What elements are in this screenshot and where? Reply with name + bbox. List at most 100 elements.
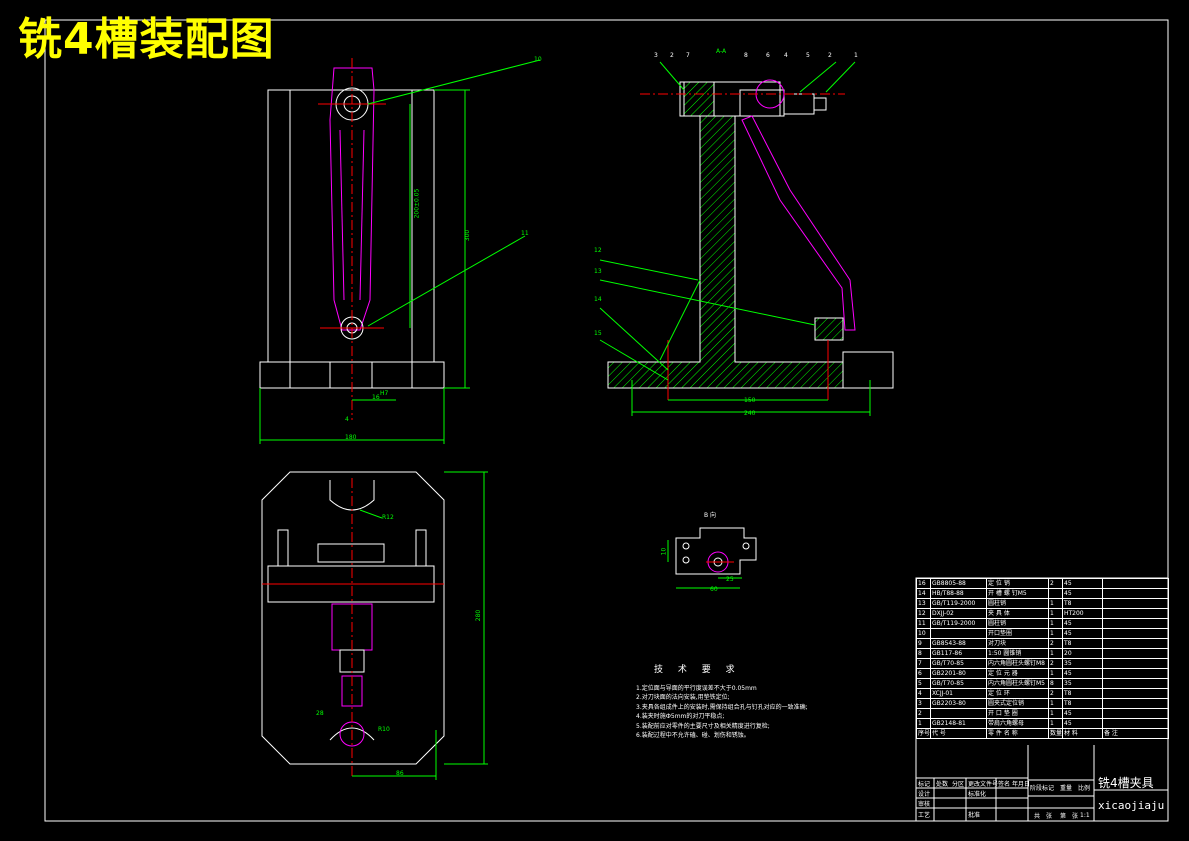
dim-200: 200±0.05 <box>413 188 421 219</box>
bom-header-name: 零 件 名 称 <box>986 728 1049 739</box>
bom-cell-qty: 1 <box>1048 598 1063 609</box>
bom-cell-code: XCJJ-01 <box>930 688 987 699</box>
dim-r12: R12 <box>382 514 394 521</box>
bom-cell-code: HB/T88-88 <box>930 588 987 599</box>
bom-cell-mat: T8 <box>1062 598 1103 609</box>
bom-cell-note <box>1102 718 1169 729</box>
bom-cell-code <box>930 628 987 639</box>
bom-cell-mat: T8 <box>1062 688 1103 699</box>
dim-25: 25 <box>726 576 734 583</box>
bom-cell-code: GB2203-80 <box>930 698 987 709</box>
bom-cell-note <box>1102 618 1169 629</box>
bom-cell-no: 8 <box>916 648 931 659</box>
dim-180: 180 <box>345 434 357 441</box>
bom-cell-code: GB2148-81 <box>930 718 987 729</box>
bom-cell-no: 14 <box>916 588 931 599</box>
workpiece-section <box>741 79 856 331</box>
tb-cell: 共 <box>1034 813 1041 820</box>
bom-cell-qty: 1 <box>1048 718 1063 729</box>
tb-cell: 阶段标记 <box>1030 785 1055 792</box>
dim-280: 280 <box>475 609 483 622</box>
workpiece-lever <box>329 67 375 331</box>
bom-header-code: 代 号 <box>930 728 987 739</box>
tb-cell: 批准 <box>968 812 981 819</box>
tb-cell: 标记 <box>918 781 931 788</box>
bom-header-row: 序号 代 号 零 件 名 称 数量 材 料 备 注 <box>916 728 1169 739</box>
bom-cell-name: 对刀块 <box>986 638 1049 649</box>
tech-item: 1.定位面与导面的平行度误差不大于0.05mm <box>636 684 757 692</box>
tb-cell: 设计 <box>918 791 931 798</box>
bom-cell-mat: T8 <box>1062 638 1103 649</box>
tech-requirements: 技 术 要 求 1.定位面与导面的平行度误差不大于0.05mm 2.对刀块面的法… <box>636 665 808 741</box>
bom-cell-code: GB117-86 <box>930 648 987 659</box>
bom-cell-no: 6 <box>916 668 931 679</box>
bom-header-note: 备 注 <box>1102 728 1169 739</box>
bom-cell-note <box>1102 608 1169 619</box>
front-view <box>259 58 541 444</box>
dim-60: 60 <box>710 586 718 593</box>
view-b <box>667 527 757 589</box>
dim-300: 300 <box>464 229 472 242</box>
bom-cell-qty: 2 <box>1048 658 1063 669</box>
bom-cell-qty: 8 <box>1048 678 1063 689</box>
bom-cell-note <box>1102 628 1169 639</box>
bom-cell-mat: 45 <box>1062 718 1103 729</box>
dim-16: 16 <box>372 394 380 401</box>
leader-top-2a: 2 <box>670 52 674 59</box>
tb-cell: 工艺 <box>918 812 931 819</box>
bom-cell-name: 内六角圆柱头螺钉M8 <box>986 658 1049 669</box>
tech-item: 5.装配前应对零件的主要尺寸及相关精度进行复检; <box>636 722 770 730</box>
bom-cell-name: 1:50 圆锥销 <box>986 648 1049 659</box>
bom-cell-no: 3 <box>916 698 931 709</box>
bom-cell-qty: 2 <box>1048 688 1063 699</box>
bom-cell-note <box>1102 578 1169 589</box>
tb-cell: 分区 <box>952 781 965 788</box>
tech-item: 3.夹具各组成件上的安装时,需保持组合孔与钉孔对应的一致准确; <box>636 703 808 711</box>
tb-cell: 标准化 <box>968 791 987 798</box>
bom-cell-mat: 20 <box>1062 648 1103 659</box>
dim-h7: H7 <box>380 390 389 397</box>
bom-cell-code: GB/T119-2000 <box>930 618 987 629</box>
bom-cell-note <box>1102 638 1169 649</box>
bom-cell-name: 定 位 销 <box>986 578 1049 589</box>
title-block-drawing-no: xicaojiaju <box>1098 799 1165 812</box>
leader-top-5: 5 <box>806 52 810 59</box>
bom-cell-mat: 45 <box>1062 668 1103 679</box>
bom-cell-code: DXJJ-02 <box>930 608 987 619</box>
bom-cell-name: 内六角圆柱头螺钉M5 <box>986 678 1049 689</box>
dim-28: 28 <box>316 710 324 717</box>
bom-cell-qty <box>1048 588 1063 599</box>
bom-cell-no: 2 <box>916 708 931 719</box>
bom-cell-note <box>1102 668 1169 679</box>
bom-cell-no: 4 <box>916 688 931 699</box>
bom-cell-note <box>1102 688 1169 699</box>
bom-cell-mat: 35 <box>1062 658 1103 669</box>
top-body-outline <box>261 471 445 765</box>
bom-cell-code: GB/T70-85 <box>930 678 987 689</box>
bom-cell-qty: 1 <box>1048 668 1063 679</box>
bom-cell-note <box>1102 588 1169 599</box>
leader-14: 14 <box>594 296 602 303</box>
bom-cell-code: GB/T70-85 <box>930 658 987 669</box>
bom-cell-name: 定 位 元 器 <box>986 668 1049 679</box>
bom-cell-note <box>1102 598 1169 609</box>
bom-cell-no: 1 <box>916 718 931 729</box>
bom-cell-no: 5 <box>916 678 931 689</box>
bom-cell-qty: 1 <box>1048 708 1063 719</box>
bom-cell-mat: 35 <box>1062 678 1103 689</box>
bom-cell-code <box>930 708 987 719</box>
bom-cell-name: 开 口 垫 圈 <box>986 708 1049 719</box>
section-view <box>599 61 894 416</box>
bom-header-no: 序号 <box>916 728 931 739</box>
bom-cell-name: 定 位 环 <box>986 688 1049 699</box>
bom-cell-qty: 1 <box>1048 648 1063 659</box>
